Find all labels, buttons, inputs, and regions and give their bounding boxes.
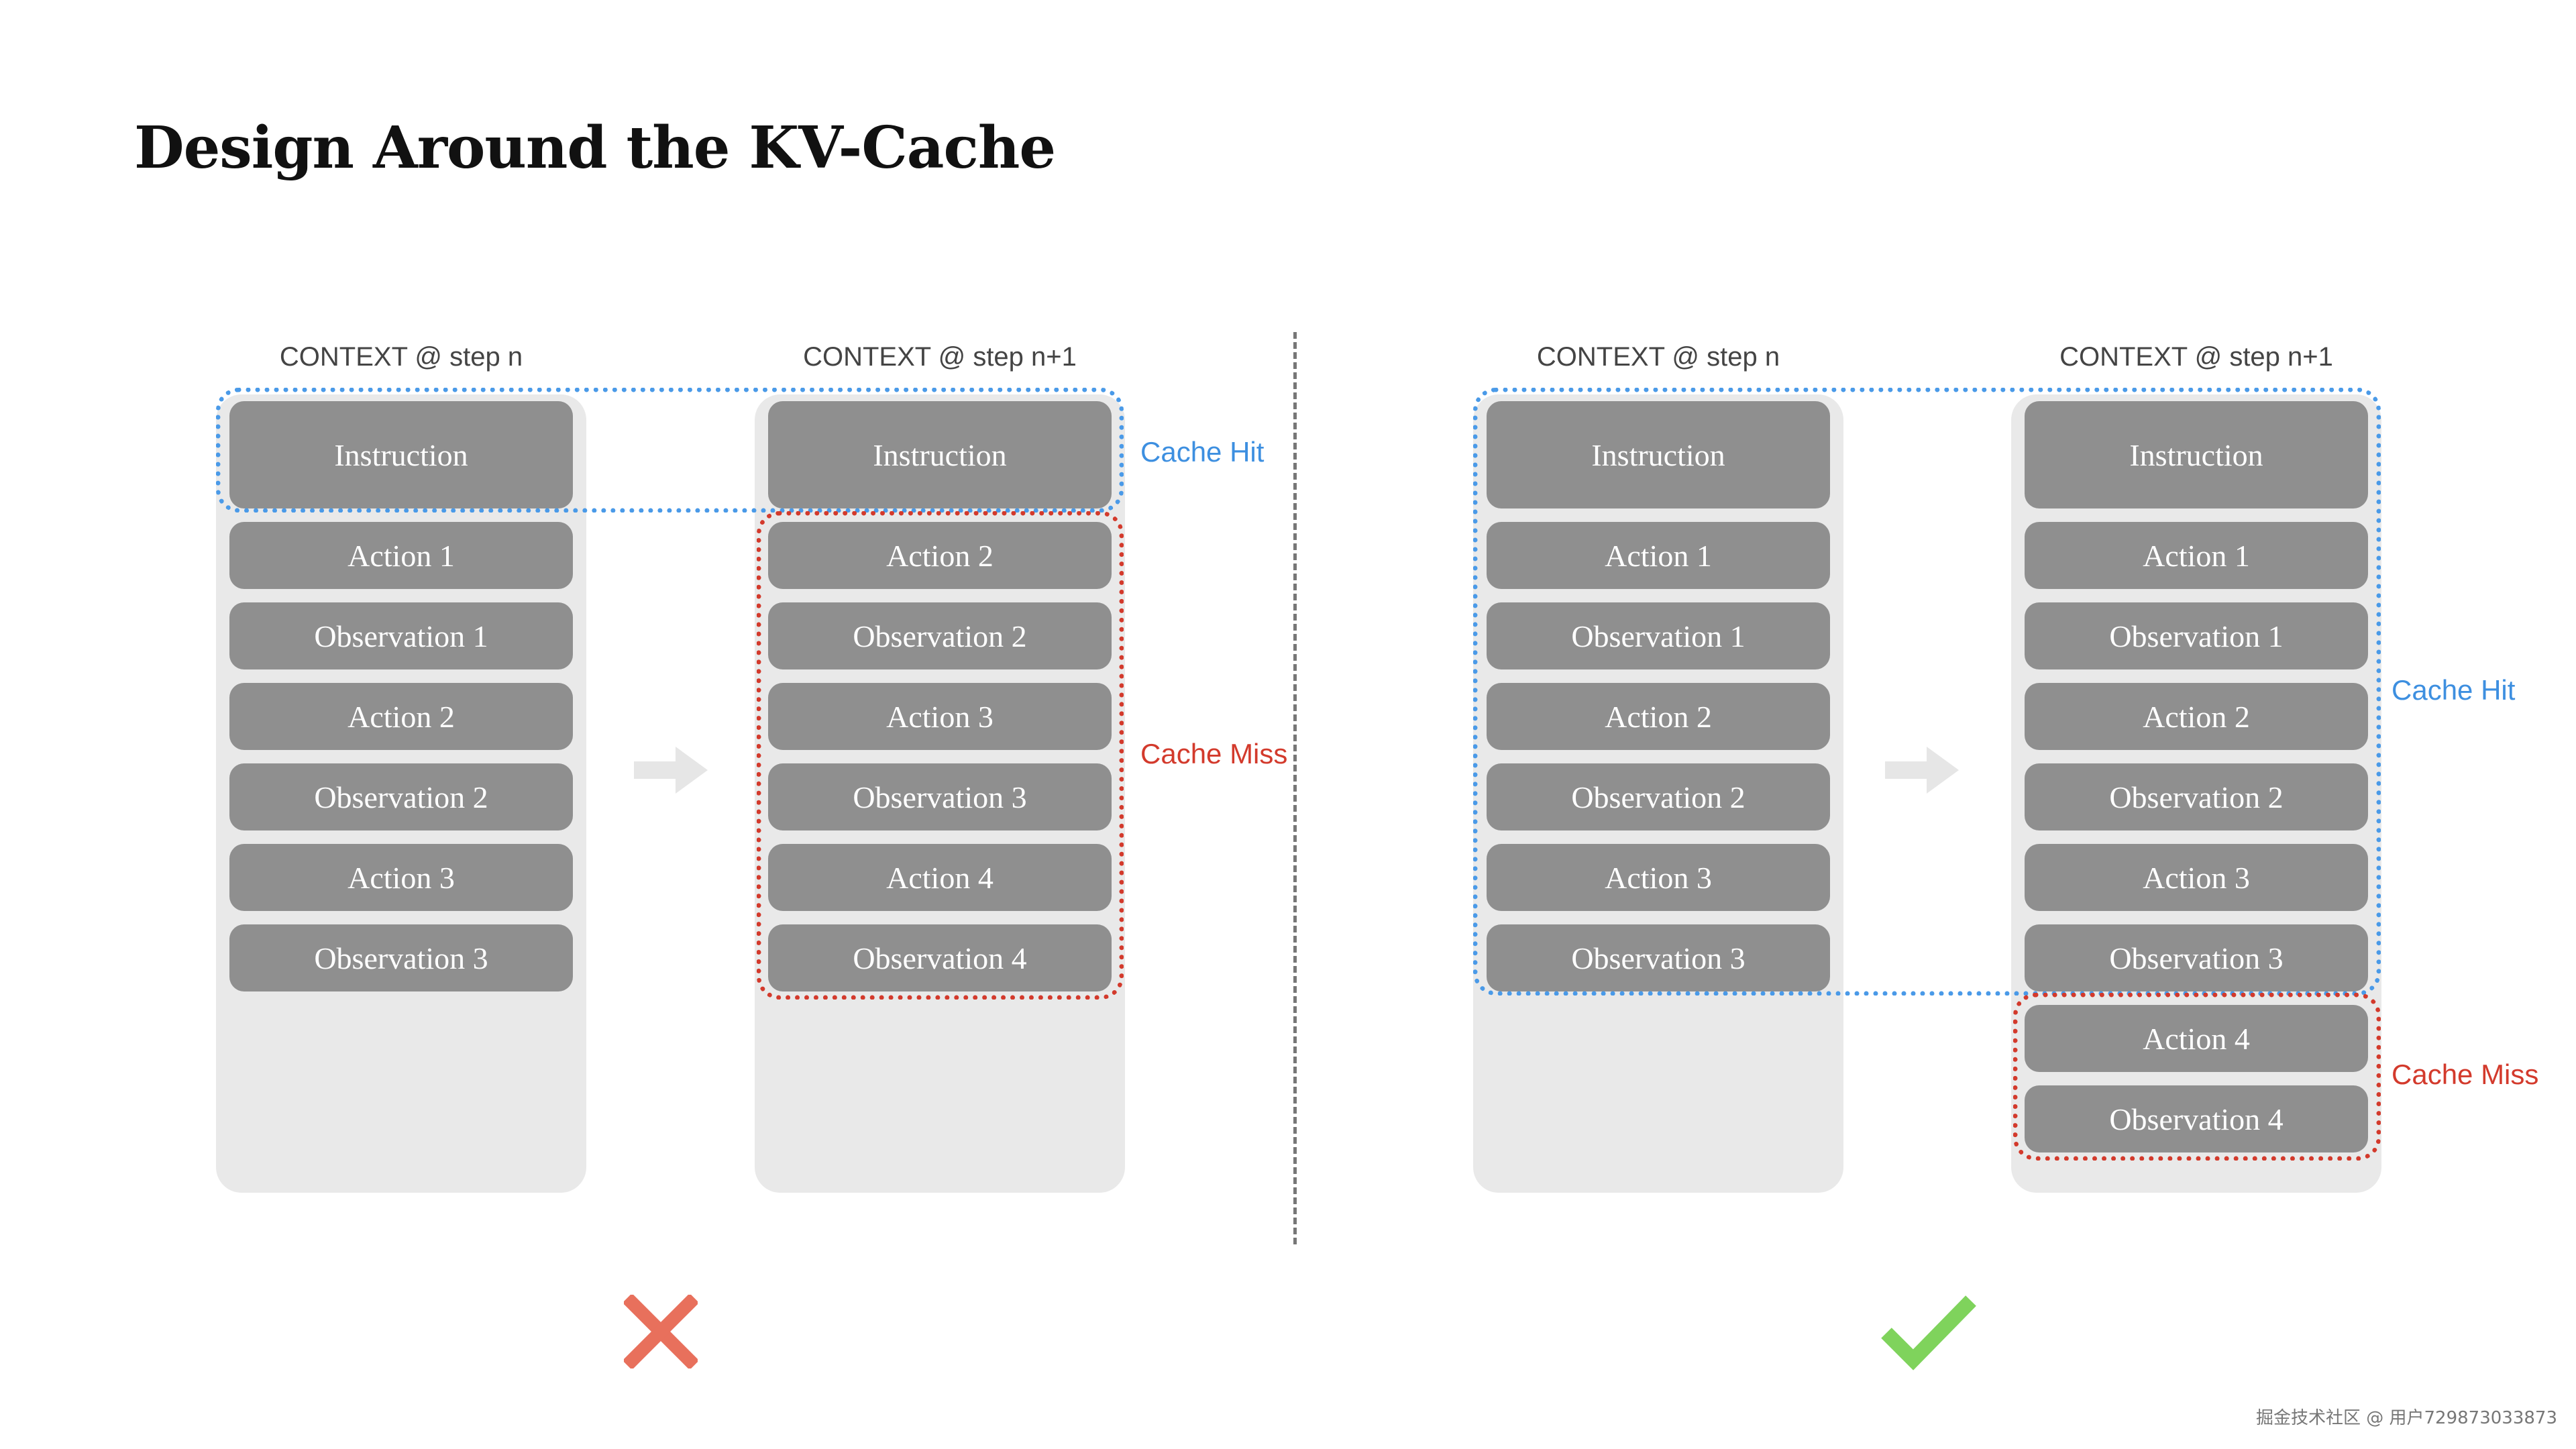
page-title: Design Around the KV-Cache bbox=[134, 114, 1056, 182]
right-after-block: Observation 1 bbox=[2025, 602, 2368, 669]
left-before-context-label: CONTEXT @ step n bbox=[279, 342, 523, 372]
right-after-block: Instruction bbox=[2025, 401, 2368, 508]
left-after-block: Instruction bbox=[768, 401, 1112, 508]
right-before-block: Observation 2 bbox=[1487, 763, 1830, 830]
right-after-context-label: CONTEXT @ step n+1 bbox=[2059, 342, 2333, 372]
left-after-context-label: CONTEXT @ step n+1 bbox=[803, 342, 1077, 372]
left-before-block: Action 3 bbox=[229, 844, 573, 911]
right-after-block: Observation 4 bbox=[2025, 1085, 2368, 1152]
right-before-block: Observation 3 bbox=[1487, 924, 1830, 991]
right-after-block: Action 1 bbox=[2025, 522, 2368, 589]
left-before-block: Action 2 bbox=[229, 683, 573, 750]
left-after-block: Action 3 bbox=[768, 683, 1112, 750]
left-cache-hit-label: Cache Hit bbox=[1140, 436, 1265, 468]
left-before-block: Instruction bbox=[229, 401, 573, 508]
left-before-block: Action 1 bbox=[229, 522, 573, 589]
right-after-block: Observation 3 bbox=[2025, 924, 2368, 991]
left-after-block: Observation 2 bbox=[768, 602, 1112, 669]
right-before-block: Observation 1 bbox=[1487, 602, 1830, 669]
right-arrow-icon bbox=[1885, 747, 1959, 794]
left-before-block: Observation 2 bbox=[229, 763, 573, 830]
right-cache-miss-label: Cache Miss bbox=[2392, 1059, 2539, 1090]
right-after-block: Action 2 bbox=[2025, 683, 2368, 750]
right-cache-hit-label: Cache Hit bbox=[2392, 674, 2516, 706]
left-after-block: Action 2 bbox=[768, 522, 1112, 589]
right-after-block: Action 3 bbox=[2025, 844, 2368, 911]
left-after-block: Observation 3 bbox=[768, 763, 1112, 830]
watermark: 掘金技术社区 @ 用户729873033873 bbox=[2255, 1408, 2557, 1428]
left-cache-miss-label: Cache Miss bbox=[1140, 738, 1288, 769]
left-before-block: Observation 1 bbox=[229, 602, 573, 669]
left-after-block: Action 4 bbox=[768, 844, 1112, 911]
right-before-block: Action 3 bbox=[1487, 844, 1830, 911]
right-before-context-label: CONTEXT @ step n bbox=[1536, 342, 1780, 372]
check-mark-icon bbox=[1881, 1295, 1976, 1371]
right-before-block: Instruction bbox=[1487, 401, 1830, 508]
left-before-block: Observation 3 bbox=[229, 924, 573, 991]
right-arrow-icon bbox=[634, 747, 708, 794]
right-after-block: Action 4 bbox=[2025, 1005, 2368, 1072]
cross-mark-icon bbox=[624, 1295, 698, 1368]
right-before-block: Action 2 bbox=[1487, 683, 1830, 750]
section-divider bbox=[1293, 332, 1297, 1244]
left-after-block: Observation 4 bbox=[768, 924, 1112, 991]
right-before-block: Action 1 bbox=[1487, 522, 1830, 589]
right-after-block: Observation 2 bbox=[2025, 763, 2368, 830]
